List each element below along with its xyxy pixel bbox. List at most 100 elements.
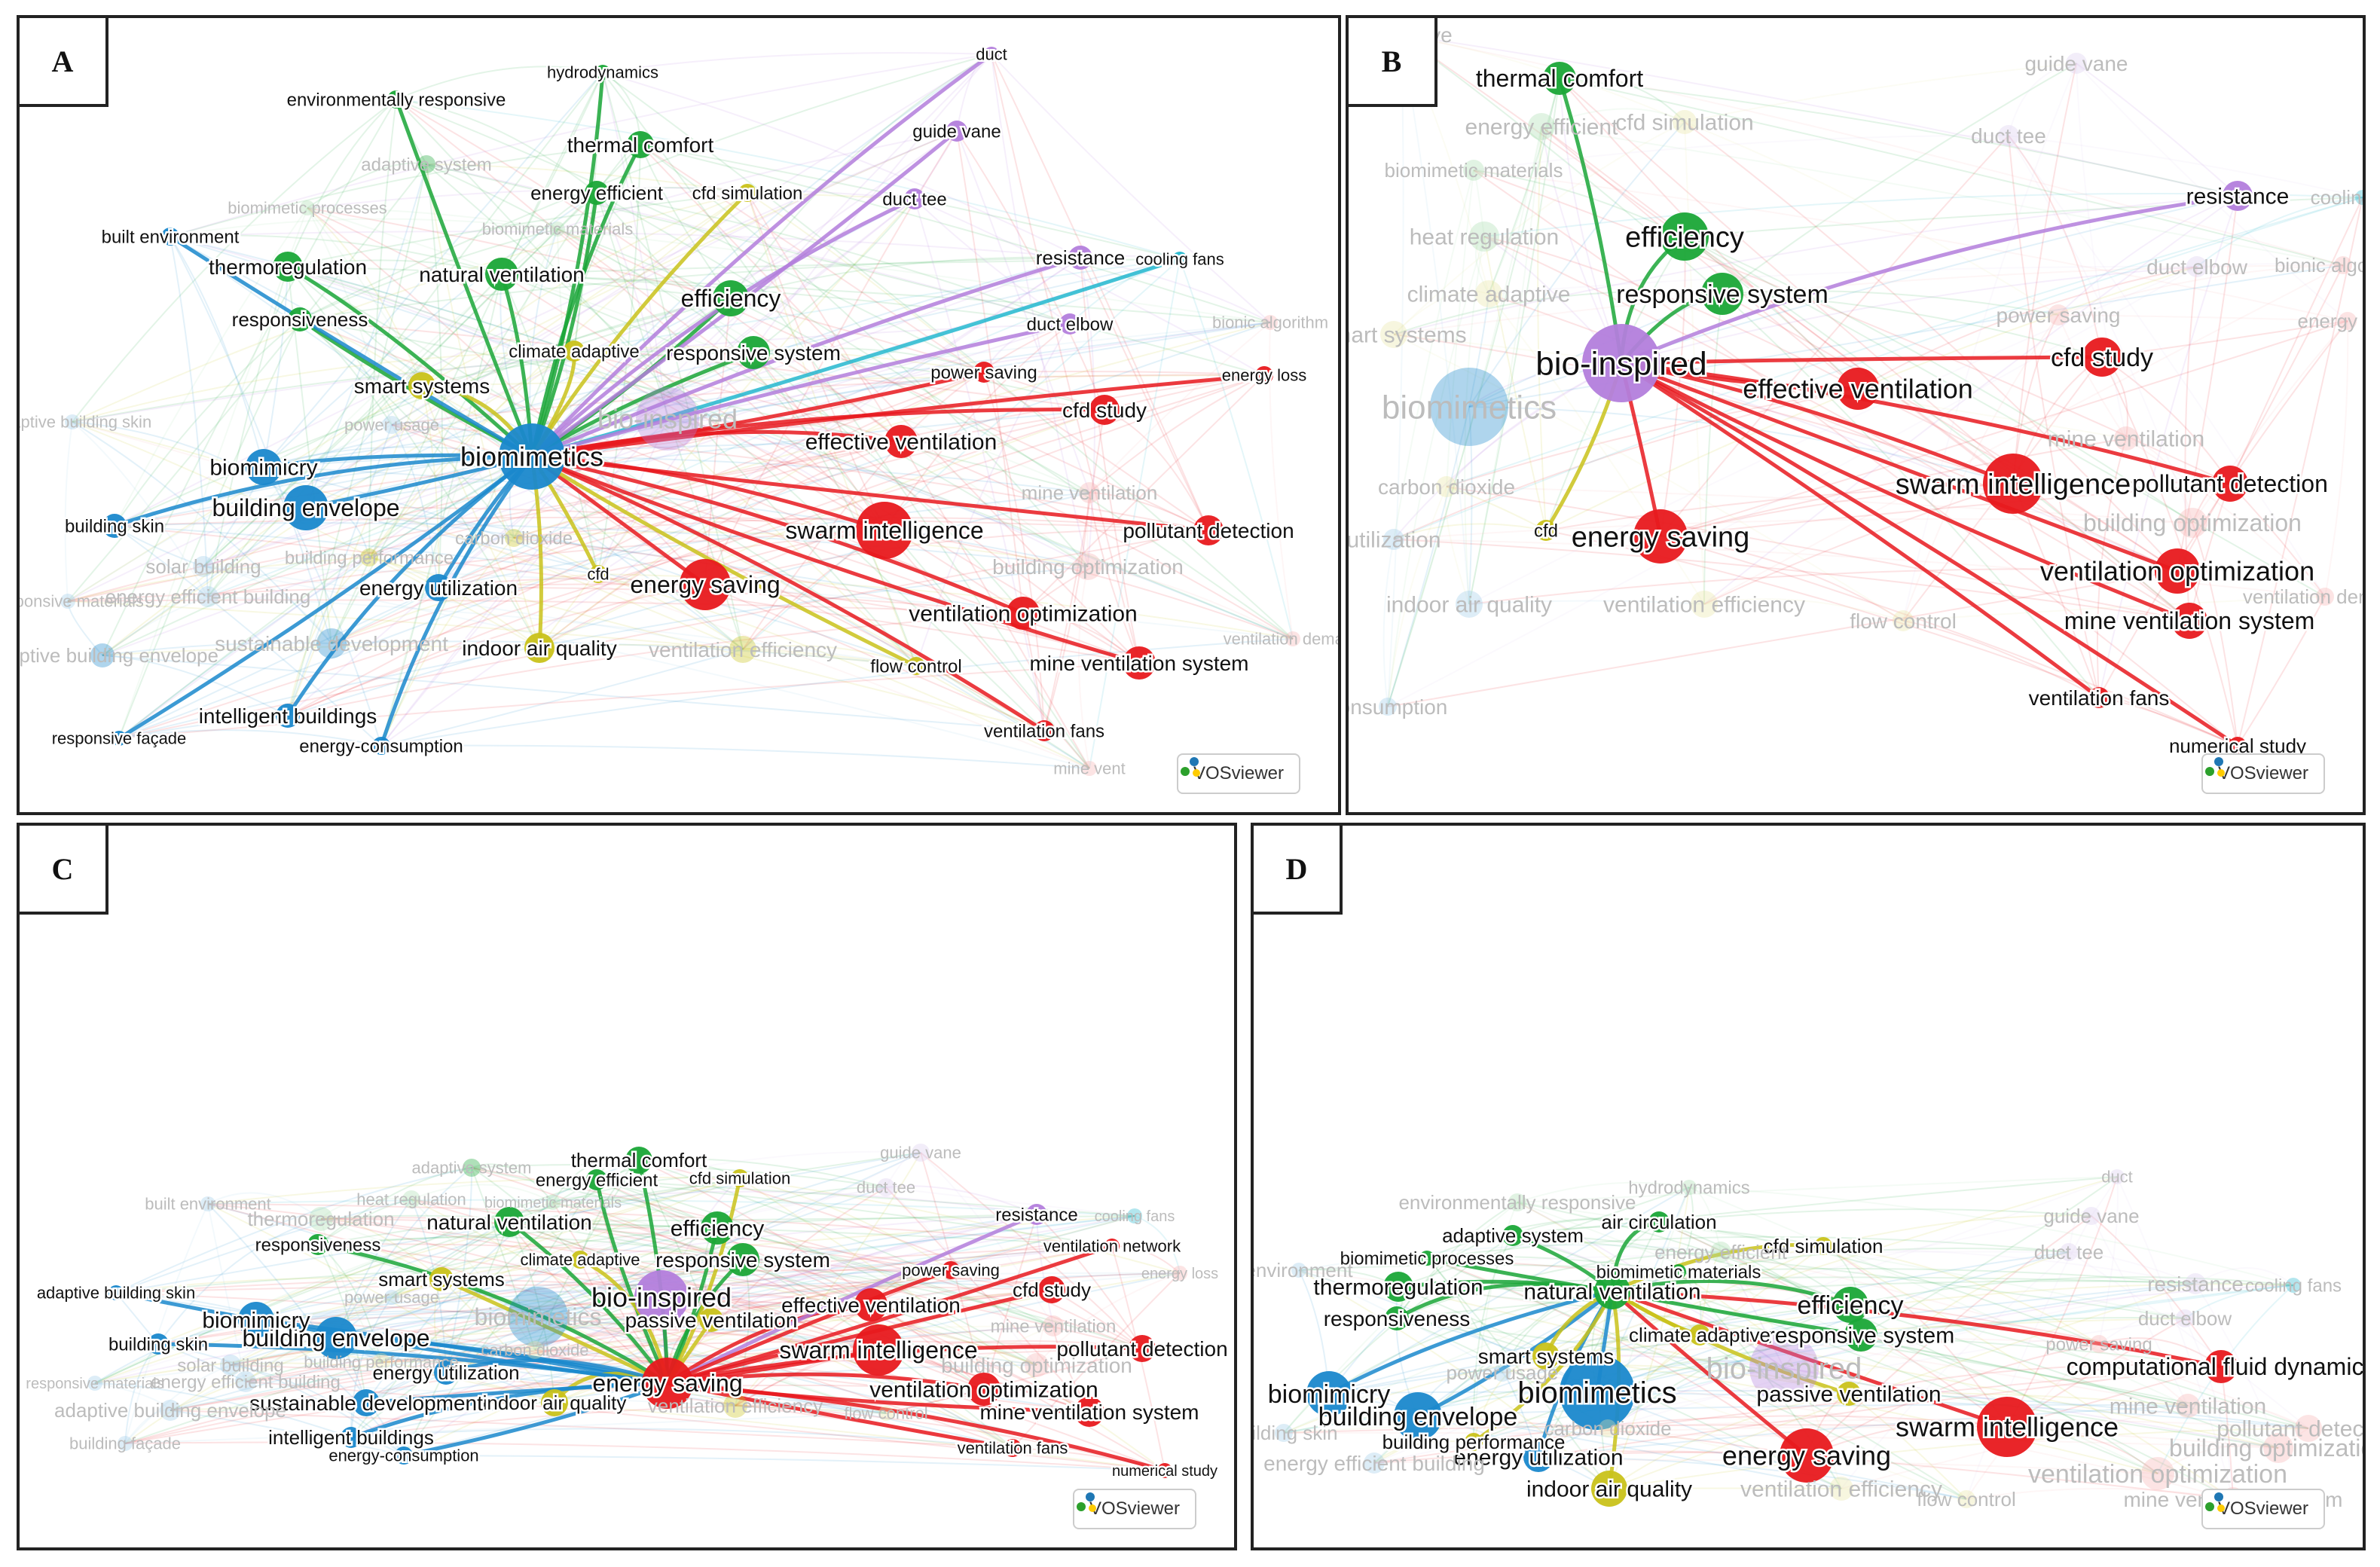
node-adaptive-building-skin[interactable]: [108, 1285, 124, 1300]
node-responsive-system[interactable]: [1844, 1318, 1877, 1352]
node-biomimetic-processes[interactable]: [300, 200, 315, 215]
node-bionic-algorithm[interactable]: [2334, 256, 2352, 274]
node-swarm-intelligence[interactable]: [1977, 1397, 2037, 1457]
node-building-envelope[interactable]: [315, 1317, 357, 1359]
node-numerical-study[interactable]: [1157, 1463, 1172, 1478]
node-swarm-intelligence[interactable]: [853, 1324, 904, 1376]
node-bionic-algorithm[interactable]: [1263, 315, 1278, 330]
node-ventilation-demand[interactable]: [2316, 588, 2334, 606]
node-guide-vane[interactable]: [2066, 53, 2087, 74]
node-passive-ventilation[interactable]: [1837, 1382, 1861, 1406]
node-heat-regulation[interactable]: [402, 1190, 420, 1208]
node-duct[interactable]: [2110, 1169, 2125, 1184]
node-energy-saving[interactable]: [1633, 509, 1688, 564]
node-energy-saving[interactable]: [642, 1358, 693, 1409]
node-mine-vent[interactable]: [1082, 761, 1097, 776]
node-cfd-study[interactable]: [1038, 1276, 1065, 1303]
node-numerical-study[interactable]: [2229, 737, 2247, 755]
node-flow-control[interactable]: [1893, 610, 1914, 631]
node-energy-efficient-building[interactable]: [1364, 1452, 1385, 1474]
node-sustainable-development[interactable]: [316, 628, 347, 658]
node-thermoregulation[interactable]: [273, 252, 303, 282]
node-resistance[interactable]: [2223, 181, 2253, 211]
node-ventilation-fans[interactable]: [2088, 687, 2110, 708]
node-energy-saving[interactable]: [680, 559, 731, 610]
node-adaptive-building-envelope[interactable]: [160, 1400, 181, 1421]
node-energy-utilization[interactable]: [425, 574, 452, 601]
node-air-circulation[interactable]: [1648, 1211, 1670, 1233]
node-swarm-intelligence[interactable]: [856, 502, 913, 559]
node-mine-ventilation-system[interactable]: [1123, 646, 1156, 680]
node-smart-systems[interactable]: [1532, 1342, 1560, 1370]
node-indoor-air-quality[interactable]: [541, 1389, 568, 1416]
node-building-optimization[interactable]: [2263, 1433, 2293, 1463]
node-pollutant-detection[interactable]: [2295, 1415, 2322, 1442]
node-energy-utilization[interactable]: [434, 1361, 458, 1385]
node-ventilation-efficiency[interactable]: [1829, 1477, 1853, 1501]
node-climate-adaptive[interactable]: [564, 341, 585, 362]
node-thermal-comfort[interactable]: [627, 131, 654, 158]
node-efficiency[interactable]: [713, 280, 749, 316]
node-ventilation-efficiency[interactable]: [729, 636, 756, 663]
node-ventilation-efficiency[interactable]: [723, 1394, 747, 1418]
node-carbon-dioxide[interactable]: [526, 1341, 544, 1359]
node-intelligent-buildings[interactable]: [341, 1427, 362, 1448]
node-biomimetic-materials[interactable]: [1463, 160, 1484, 181]
node-sustainable-development[interactable]: [353, 1389, 380, 1416]
node-thermoregulation[interactable]: [309, 1207, 333, 1231]
node-ventilation-optimization[interactable]: [1007, 597, 1040, 630]
node-building-skin[interactable]: [102, 514, 127, 538]
node-thermal-comfort[interactable]: [1543, 62, 1576, 95]
node-energy-loss[interactable]: [1172, 1266, 1187, 1281]
node-pollutant-detection[interactable]: [1193, 515, 1224, 545]
node-carbon-dioxide[interactable]: [1436, 476, 1457, 497]
node-natural-ventilation[interactable]: [494, 1207, 524, 1237]
node-biomimetic-materials[interactable]: [550, 221, 565, 237]
node-mine-ventilation-system[interactable]: [1074, 1397, 1104, 1427]
node-efficiency[interactable]: [1832, 1287, 1868, 1323]
node-ventilation-demand[interactable]: [1285, 631, 1300, 646]
node-power-saving[interactable]: [973, 362, 994, 383]
node-effective-ventilation[interactable]: [854, 1288, 888, 1321]
node-flow-control[interactable]: [1957, 1490, 1975, 1508]
node-indoor-air-quality[interactable]: [1456, 591, 1483, 618]
node-duct-elbow[interactable]: [2186, 256, 2207, 277]
node-building-envelope[interactable]: [283, 485, 328, 530]
node-duct-tee[interactable]: [2060, 1243, 2078, 1261]
node-smart-systems[interactable]: [429, 1267, 454, 1291]
node-pollutant-detection[interactable]: [2212, 466, 2248, 502]
node-energy-efficient-building[interactable]: [197, 586, 218, 607]
node-carbon-dioxide[interactable]: [505, 529, 523, 547]
node-environment[interactable]: [1291, 1263, 1306, 1278]
node-bio-inspired[interactable]: [634, 1270, 689, 1324]
node-adaptive-building-envelope[interactable]: [90, 643, 115, 667]
node-guide-vane[interactable]: [912, 1144, 930, 1162]
node-bio-inspired[interactable]: [1582, 324, 1661, 402]
node-building-optimization[interactable]: [1074, 553, 1101, 580]
node-efficiency[interactable]: [1661, 212, 1709, 261]
node-environmentally-responsive[interactable]: [387, 90, 405, 108]
node-resistance[interactable]: [2185, 1273, 2206, 1294]
node-responsive-materials[interactable]: [87, 1376, 102, 1391]
node-building-skin[interactable]: [1275, 1424, 1293, 1442]
node-cooling-fans[interactable]: [2286, 1278, 2301, 1293]
node-biomimetics[interactable]: [1560, 1355, 1635, 1430]
node-hydrodynamics[interactable]: [595, 65, 610, 80]
node-energy-loss[interactable]: [1255, 366, 1273, 384]
node-thermal-comfort[interactable]: [625, 1147, 652, 1174]
node-cfd-simulation[interactable]: [1814, 1237, 1832, 1255]
node-power-saving[interactable]: [2048, 304, 2069, 325]
node-built-environment[interactable]: [161, 228, 179, 246]
node-indoor-air-quality[interactable]: [524, 633, 555, 663]
node-power-usage[interactable]: [384, 1290, 399, 1305]
node-passive-ventilation[interactable]: [699, 1308, 723, 1332]
node-natural-ventilation[interactable]: [1594, 1273, 1630, 1309]
node-responsive-fa-ade[interactable]: [112, 731, 127, 746]
node-climate-adaptive[interactable]: [571, 1251, 589, 1269]
node-cfd[interactable]: [589, 565, 607, 583]
node-cooling-fans[interactable]: [1127, 1208, 1142, 1223]
node-pollutant-detection[interactable]: [1129, 1335, 1156, 1362]
node-utilization[interactable]: [1383, 529, 1404, 550]
node-energy-efficient[interactable]: [585, 181, 609, 205]
node-biomimetic-materials[interactable]: [545, 1195, 561, 1210]
